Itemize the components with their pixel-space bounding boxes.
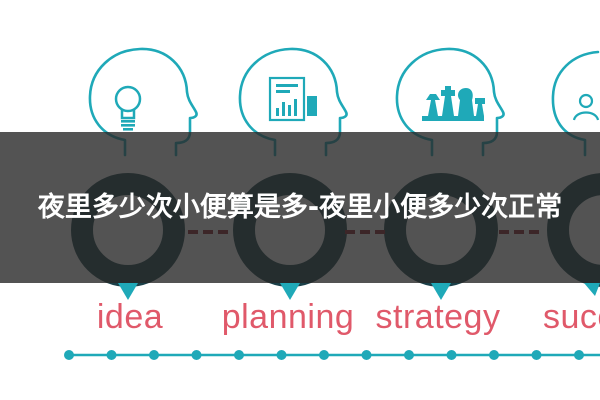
timeline-dot xyxy=(149,350,159,360)
step-label-idea: idea xyxy=(96,298,164,336)
timeline-dot xyxy=(574,350,584,360)
timeline-dot xyxy=(234,350,244,360)
head-outline-idea xyxy=(88,47,198,157)
chess-pieces-icon xyxy=(422,86,485,121)
step-label-success: succ xyxy=(543,300,600,334)
timeline-dot xyxy=(446,350,457,360)
title-overlay: 夜里多少次小便算是多-夜里小便多少次正常 xyxy=(0,132,600,283)
head-outline-planning xyxy=(238,47,348,157)
timeline-dots xyxy=(64,350,584,360)
timeline-dot xyxy=(106,350,117,360)
step-label-planning: planning xyxy=(221,298,355,336)
timeline-dot xyxy=(191,350,202,360)
document-chart-icon xyxy=(268,76,317,122)
head-profile-icon xyxy=(572,93,600,121)
lightbulb-icon xyxy=(114,85,142,131)
timeline-dot xyxy=(404,350,414,360)
timeline-dot xyxy=(64,350,74,360)
timeline-dot xyxy=(531,350,542,360)
timeline-dot xyxy=(319,350,329,360)
step-label-strategy: strategy xyxy=(375,298,501,336)
head-outline-strategy xyxy=(395,47,505,157)
timeline xyxy=(64,350,600,360)
page-title: 夜里多少次小便算是多-夜里小便多少次正常 xyxy=(37,191,563,223)
timeline-dot xyxy=(361,350,372,360)
timeline-dot xyxy=(489,350,499,360)
timeline-dot xyxy=(276,350,287,360)
